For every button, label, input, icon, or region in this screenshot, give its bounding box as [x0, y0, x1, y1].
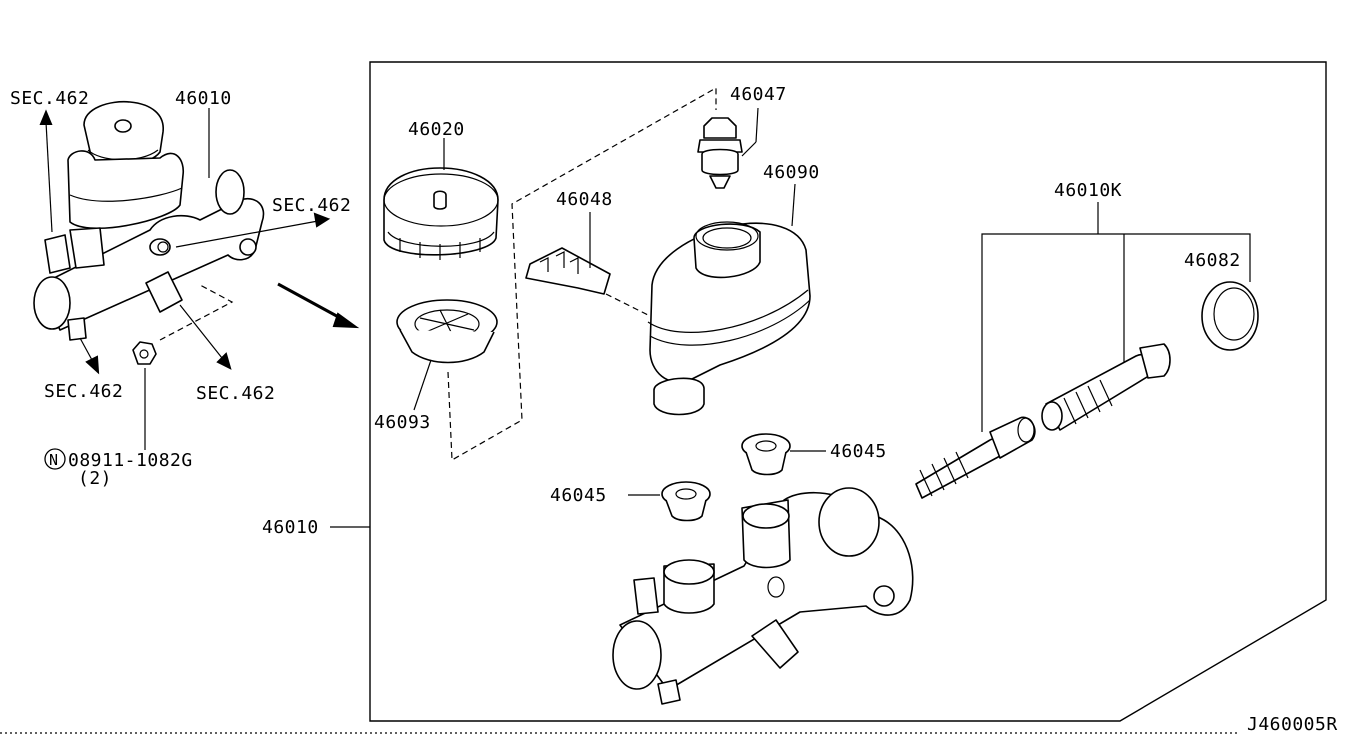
part-number-46047[interactable]: 46047: [730, 84, 787, 105]
nut-marker-icon: N: [44, 448, 66, 470]
sec-label-bottom-mid[interactable]: SEC.462: [196, 383, 275, 404]
part-number-46093[interactable]: 46093: [374, 412, 431, 433]
part-number-46045-upper[interactable]: 46045: [830, 441, 887, 462]
sec-label-top-left[interactable]: SEC.462: [10, 88, 89, 109]
part-number-46082[interactable]: 46082: [1184, 250, 1241, 271]
reservoir-seal-upper[interactable]: [741, 433, 826, 476]
piston-kit[interactable]: [915, 202, 1251, 499]
part-number-46048[interactable]: 46048: [556, 189, 613, 210]
part-number-46010-body[interactable]: 46010: [262, 517, 319, 538]
reservoir-connector[interactable]: [525, 212, 611, 295]
piston-ring[interactable]: [1201, 281, 1259, 351]
part-number-46020[interactable]: 46020: [408, 119, 465, 140]
reservoir-seal-lower[interactable]: [628, 481, 711, 522]
reservoir-strainer[interactable]: [396, 299, 498, 411]
connector-dash-lead: [605, 293, 651, 317]
nut-quantity: (2): [78, 468, 112, 489]
part-number-46010-overview[interactable]: 46010: [175, 88, 232, 109]
brake-fluid-reservoir[interactable]: [647, 183, 811, 416]
sec-label-right[interactable]: SEC.462: [272, 195, 351, 216]
master-cylinder-body[interactable]: [612, 487, 914, 705]
grommet-bolt[interactable]: [697, 107, 759, 189]
part-number-46010K[interactable]: 46010K: [1054, 180, 1122, 201]
strainer-dash-lead: [447, 86, 717, 462]
reservoir-cap[interactable]: [383, 138, 499, 260]
master-cylinder-assembly-overview: [33, 100, 360, 450]
nut-marker-letter: N: [49, 451, 59, 469]
detail-frame: [369, 61, 1327, 722]
diagram-code: J460005R: [1247, 714, 1338, 735]
part-number-46045-lower: 46045: [550, 485, 607, 506]
part-number-nut[interactable]: 08911-1082G: [68, 450, 193, 471]
part-number-46090[interactable]: 46090: [763, 162, 820, 183]
sec-label-bottom-left[interactable]: SEC.462: [44, 381, 123, 402]
